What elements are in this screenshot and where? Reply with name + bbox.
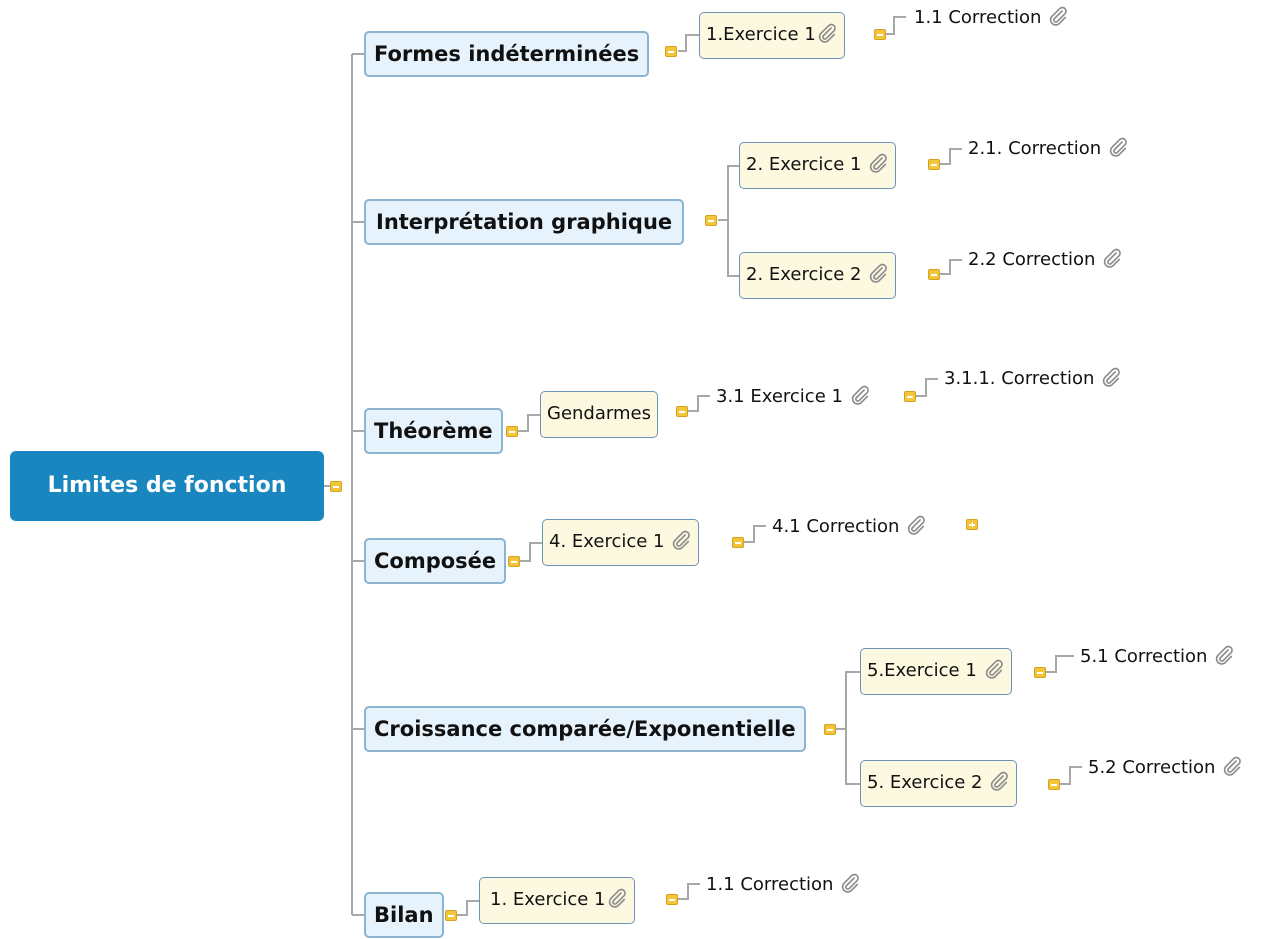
correction-label: 5.1 Correction: [1080, 646, 1208, 667]
correction-item[interactable]: 1.1 Correction: [914, 5, 1069, 31]
collapse-toggle-icon[interactable]: [665, 46, 677, 57]
correction-item[interactable]: 2.2 Correction: [968, 247, 1123, 273]
paperclip-icon[interactable]: [1101, 247, 1123, 269]
collapse-toggle-icon[interactable]: [904, 391, 916, 402]
central-topic-label: Limites de fonction: [47, 473, 287, 498]
subtopic-label: 1.Exercice 1: [706, 24, 816, 45]
paperclip-icon[interactable]: [849, 384, 871, 406]
subtopic-exercice[interactable]: 2. Exercice 2: [739, 252, 897, 299]
correction-item[interactable]: 3.1.1. Correction: [944, 366, 1122, 392]
correction-item[interactable]: 2.1. Correction: [968, 136, 1129, 162]
collapse-toggle-icon[interactable]: [506, 426, 518, 437]
topic-bilan[interactable]: Bilan: [364, 892, 444, 938]
subtopic-exercice[interactable]: 5. Exercice 2: [860, 760, 1018, 807]
correction-label: 1.1 Correction: [914, 7, 1042, 28]
correction-label: 1.1 Correction: [706, 874, 834, 895]
correction-label: 4.1 Correction: [772, 516, 900, 537]
paperclip-icon[interactable]: [839, 872, 861, 894]
subtopic-label: 5. Exercice 2: [867, 772, 983, 793]
paperclip-icon[interactable]: [983, 658, 1005, 680]
correction-label: 2.2 Correction: [968, 249, 1096, 270]
paperclip-icon[interactable]: [1107, 136, 1129, 158]
collapse-toggle-icon[interactable]: [445, 910, 457, 921]
paperclip-icon[interactable]: [606, 887, 628, 909]
paperclip-icon[interactable]: [1047, 5, 1069, 27]
subtopic-label: 4. Exercice 1: [549, 531, 665, 552]
correction-label: 3.1.1. Correction: [944, 368, 1095, 389]
correction-item[interactable]: 5.2 Correction: [1088, 755, 1243, 781]
paperclip-icon[interactable]: [816, 22, 838, 44]
correction-item[interactable]: 5.1 Correction: [1080, 644, 1235, 670]
collapse-toggle-icon[interactable]: [676, 406, 688, 417]
subtopic-exercice[interactable]: 1. Exercice 1: [479, 877, 635, 924]
collapse-toggle-icon[interactable]: [508, 556, 520, 567]
exercise-label: 3.1 Exercice 1: [716, 386, 843, 407]
collapse-toggle-icon[interactable]: [874, 29, 886, 40]
collapse-toggle-icon[interactable]: [1048, 779, 1060, 790]
paperclip-icon[interactable]: [867, 262, 889, 284]
topic-formes-indeterminees[interactable]: Formes indéterminées: [364, 31, 650, 77]
topic-label: Croissance comparée/Exponentielle: [374, 717, 796, 741]
correction-item[interactable]: 4.1 Correction: [772, 514, 927, 540]
collapse-toggle-icon[interactable]: [928, 269, 940, 280]
subtopic-exercice[interactable]: 4. Exercice 1: [542, 519, 700, 566]
topic-label: Formes indéterminées: [374, 42, 640, 66]
topic-interpretation-graphique[interactable]: Interprétation graphique: [364, 199, 685, 245]
paperclip-icon[interactable]: [1100, 366, 1122, 388]
topic-label: Interprétation graphique: [376, 210, 673, 234]
correction-label: 2.1. Correction: [968, 138, 1102, 159]
collapse-toggle-icon[interactable]: [732, 537, 744, 548]
topic-label: Bilan: [374, 903, 434, 927]
subtopic-label: 1. Exercice 1: [490, 889, 606, 910]
subtopic-label: 2. Exercice 2: [746, 264, 862, 285]
paperclip-icon[interactable]: [988, 770, 1010, 792]
expand-toggle-icon[interactable]: [966, 519, 978, 530]
topic-croissance-comparee[interactable]: Croissance comparée/Exponentielle: [364, 706, 806, 752]
paperclip-icon[interactable]: [1221, 755, 1243, 777]
collapse-toggle-icon[interactable]: [824, 724, 836, 735]
paperclip-icon[interactable]: [670, 529, 692, 551]
paperclip-icon[interactable]: [867, 152, 889, 174]
exercise-item[interactable]: 3.1 Exercice 1: [716, 384, 871, 410]
subtopic-label: Gendarmes: [547, 403, 651, 424]
collapse-toggle-icon[interactable]: [705, 215, 717, 226]
collapse-toggle-icon[interactable]: [330, 481, 342, 492]
topic-label: Théorème: [374, 419, 493, 443]
subtopic-exercice[interactable]: 1.Exercice 1: [699, 12, 845, 59]
subtopic-gendarmes[interactable]: Gendarmes: [540, 391, 658, 438]
paperclip-icon[interactable]: [905, 514, 927, 536]
subtopic-exercice[interactable]: 5.Exercice 1: [860, 648, 1012, 695]
subtopic-label: 5.Exercice 1: [867, 660, 977, 681]
central-topic[interactable]: Limites de fonction: [10, 451, 324, 521]
subtopic-label: 2. Exercice 1: [746, 154, 862, 175]
topic-theoreme[interactable]: Théorème: [364, 408, 503, 454]
topic-composee[interactable]: Composée: [364, 538, 507, 584]
correction-label: 5.2 Correction: [1088, 757, 1216, 778]
subtopic-exercice[interactable]: 2. Exercice 1: [739, 142, 897, 189]
topic-label: Composée: [374, 549, 497, 573]
correction-item[interactable]: 1.1 Correction: [706, 872, 861, 898]
collapse-toggle-icon[interactable]: [928, 159, 940, 170]
collapse-toggle-icon[interactable]: [1034, 667, 1046, 678]
collapse-toggle-icon[interactable]: [666, 894, 678, 905]
paperclip-icon[interactable]: [1213, 644, 1235, 666]
